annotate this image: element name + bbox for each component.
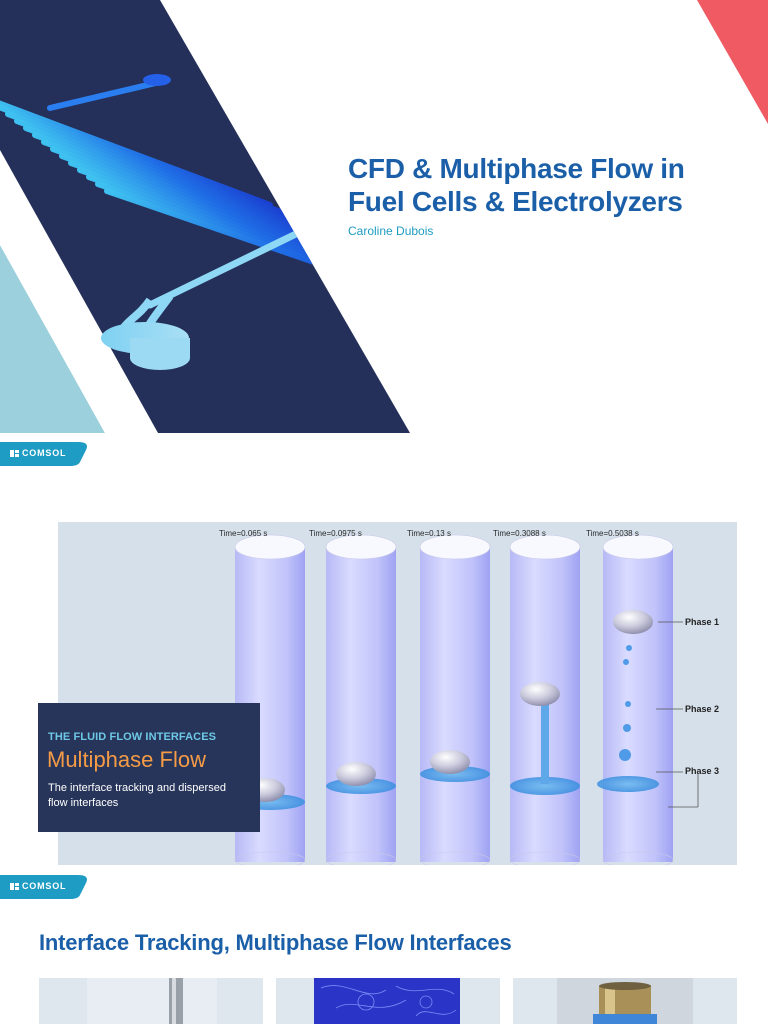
phase-label-1: Phase 1 <box>685 617 720 627</box>
title-line-2: Fuel Cells & Electrolyzers <box>348 186 683 217</box>
brand-tab-shape <box>0 442 87 466</box>
time-label-2: Time=0.0975 s <box>309 529 362 538</box>
simulation-tube <box>509 534 581 865</box>
phase-label-2: Phase 2 <box>685 704 720 714</box>
section-overlay-box: THE FLUID FLOW INTERFACES Multiphase Flo… <box>38 703 260 832</box>
section-heading: Interface Tracking, Multiphase Flow Inte… <box>39 930 512 955</box>
time-label-1: Time=0.065 s <box>219 529 268 538</box>
brand-name-2: COMSOL <box>22 881 67 891</box>
simulation-tube <box>597 534 674 865</box>
time-label-4: Time=0.3088 s <box>493 529 546 538</box>
brand-name: COMSOL <box>22 448 67 458</box>
overlay-title: Multiphase Flow <box>47 747 206 772</box>
simulation-tube <box>325 534 397 865</box>
phase-label-3: Phase 3 <box>685 766 720 776</box>
velocity-field-thumbnail <box>276 978 500 1024</box>
red-triangle-shape <box>697 0 768 124</box>
time-label-3: Time=0.13 s <box>407 529 451 538</box>
time-label-5: Time=0.5038 s <box>586 529 639 538</box>
title-line-1: CFD & Multiphase Flow in <box>348 153 685 184</box>
bubble-simulation-render <box>234 534 699 865</box>
simulation-tube <box>419 534 491 865</box>
comsol-brand-tab: COMSOL <box>0 442 90 466</box>
flow-channel <box>41 139 339 250</box>
cylinder-render-thumbnail <box>513 978 737 1024</box>
tube-thumbnail-graphic <box>87 978 217 1024</box>
title-block: CFD & Multiphase Flow in Fuel Cells & El… <box>348 152 748 238</box>
overlay-description: The interface tracking and dispersed flo… <box>48 782 226 809</box>
comsol-logo-icon <box>10 883 19 890</box>
title-slide-graphics <box>0 0 768 433</box>
tube-render-thumbnail <box>39 978 263 1024</box>
author-name: Caroline Dubois <box>348 224 434 238</box>
presentation-title: CFD & Multiphase Flow in Fuel Cells & El… <box>348 152 748 218</box>
diagonal-divider <box>0 150 158 433</box>
comsol-logo-icon <box>10 450 19 457</box>
comsol-brand-tab-2: COMSOL <box>0 875 90 899</box>
title-slide: CFD & Multiphase Flow in Fuel Cells & El… <box>0 0 768 433</box>
overlay-eyebrow: THE FLUID FLOW INTERFACES <box>48 731 217 743</box>
cylinder-thumbnail-graphic <box>557 978 693 1024</box>
brand-tab-shape-2 <box>0 875 87 899</box>
velocity-thumbnail-graphic <box>314 978 460 1024</box>
